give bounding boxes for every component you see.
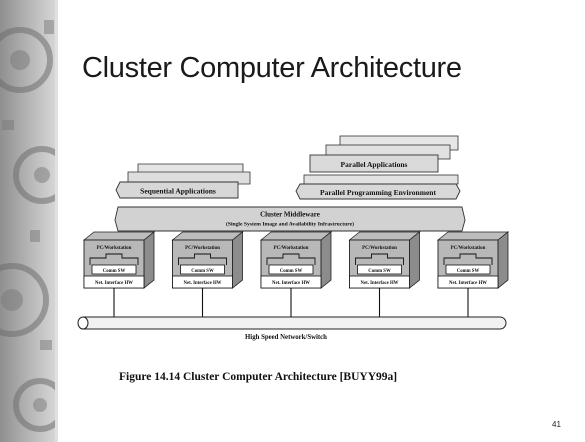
node-side-face xyxy=(143,231,155,289)
comm-sw-label: Comm SW xyxy=(280,269,303,274)
comm-sw-bracket xyxy=(266,253,316,265)
comm-sw-bracket xyxy=(355,253,404,265)
comm-sw-label: Comm SW xyxy=(368,269,391,274)
comm-sw-box xyxy=(91,264,137,275)
pc-workstation-label: PC/Workstation xyxy=(97,246,132,251)
parallel-programming-environment-box: Parallel Programming Environment xyxy=(295,174,461,200)
node-top-face xyxy=(348,231,421,241)
page-number: 41 xyxy=(552,420,561,429)
node-top-face xyxy=(82,231,156,241)
sequential-applications-stack: Sequential Applications xyxy=(115,163,251,199)
comm-sw-label: Comm SW xyxy=(103,269,126,274)
net-interface-hw-label: Net. Interface HW xyxy=(272,281,310,286)
comm-sw-bracket xyxy=(89,253,139,265)
comm-sw-box xyxy=(357,264,402,275)
pc-workstation-label: PC/Workstation xyxy=(362,246,397,251)
comm-sw-bracket xyxy=(178,253,227,265)
comm-sw-box xyxy=(180,264,225,275)
pc-workstation-label: PC/Workstation xyxy=(185,246,220,251)
cluster-middleware-bar: Cluster Middleware (Single System Image … xyxy=(114,206,466,232)
node-side-face xyxy=(409,231,420,289)
cluster-middleware-subtitle: (Single System Image and Availability In… xyxy=(226,221,354,228)
slide-title: Cluster Computer Architecture xyxy=(82,52,462,84)
net-interface-hw-label: Net. Interface HW xyxy=(95,281,133,286)
comm-sw-bracket xyxy=(443,253,493,265)
pc-workstation-label: PC/Workstation xyxy=(274,246,309,251)
node-top-face xyxy=(436,231,510,241)
comm-sw-label: Comm SW xyxy=(457,269,480,274)
parallel-applications-label: Parallel Applications xyxy=(341,160,408,169)
comm-sw-box xyxy=(268,264,314,275)
net-interface-hw-label: Net. Interface HW xyxy=(449,281,487,286)
net-interface-hw-label: Net. Interface HW xyxy=(184,281,222,286)
pc-workstation-label: PC/Workstation xyxy=(451,246,486,251)
node-top-face xyxy=(259,231,333,241)
net-interface-hw-label: Net. Interface HW xyxy=(361,281,399,286)
high-speed-network-switch: High Speed Network/Switch xyxy=(77,316,507,341)
node-top-face xyxy=(171,231,244,241)
sequential-applications-label: Sequential Applications xyxy=(140,187,216,196)
node-side-face xyxy=(320,231,332,289)
node-side-face xyxy=(232,231,243,289)
gear-background-strip xyxy=(0,0,58,442)
cluster-middleware-title: Cluster Middleware xyxy=(260,211,320,219)
network-label: High Speed Network/Switch xyxy=(245,334,327,341)
comm-sw-label: Comm SW xyxy=(191,269,214,274)
parallel-applications-stack: Parallel Applications xyxy=(309,135,459,173)
figure-caption: Figure 14.14 Cluster Computer Architectu… xyxy=(119,371,398,383)
node-side-face xyxy=(497,231,509,289)
comm-sw-box xyxy=(445,264,491,275)
parallel-programming-environment-label: Parallel Programming Environment xyxy=(320,188,436,197)
